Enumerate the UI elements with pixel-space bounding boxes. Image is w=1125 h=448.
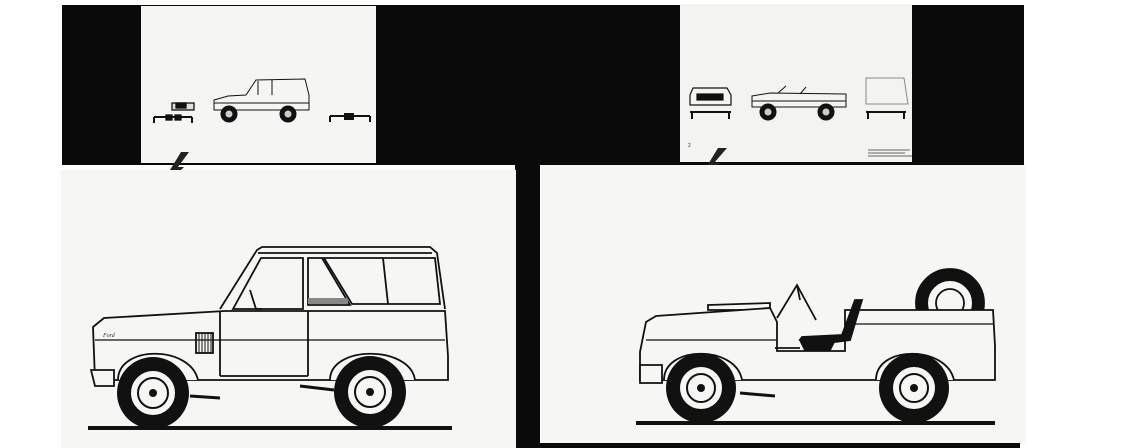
small-plate-left [141,6,376,163]
plate-number-marker: 2 [688,143,691,149]
wheel-rear-left [334,356,406,428]
black-board-divider [515,160,540,448]
large-plate-right [541,165,1026,443]
small-plate-right [680,4,912,162]
black-board-bottom [540,443,1020,448]
wheel-front-left [117,357,189,429]
wheel-rear-right [879,353,949,423]
large-plate-left [61,170,516,448]
ford-script-emblem: Ford [103,333,115,339]
wheel-front-right [666,353,736,423]
